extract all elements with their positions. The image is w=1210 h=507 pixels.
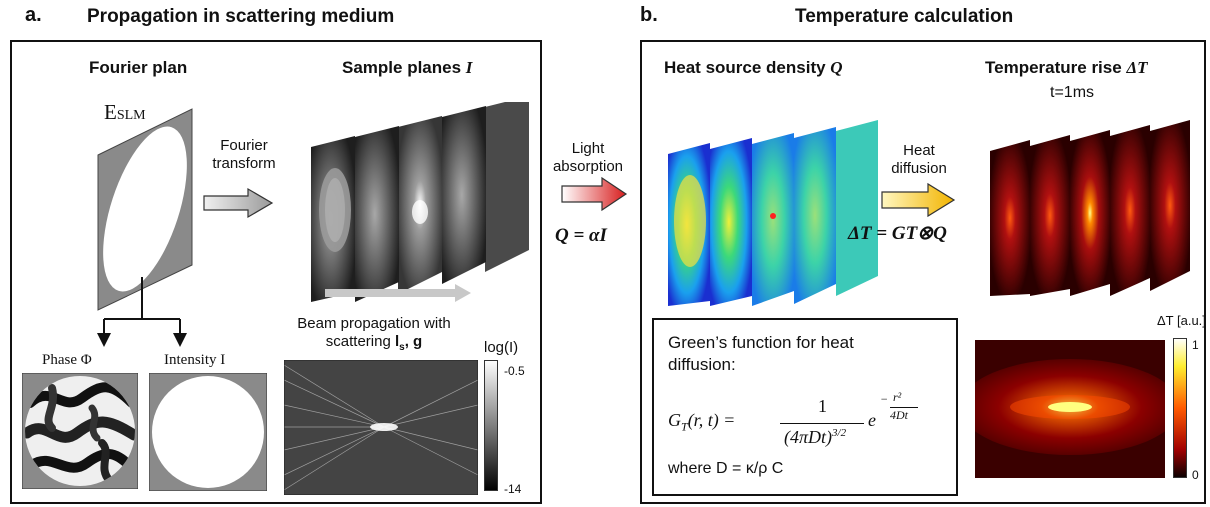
panel-b-title: Temperature calculation xyxy=(795,6,1014,27)
fourier-transform-label: Fourier transform xyxy=(212,137,276,172)
intensity-label: Intensity I xyxy=(164,352,226,368)
delta-t-colorbar xyxy=(1173,338,1187,478)
panel-b: Heat source density Q Temperature rise Δ… xyxy=(640,40,1206,504)
sample-planes-stack xyxy=(311,102,529,302)
phase-image xyxy=(22,373,138,489)
diffusion-coefficient-definition: where D = κ/ρ C xyxy=(668,460,784,477)
temperature-rise-stack xyxy=(990,120,1190,296)
temperature-rise-title: Temperature rise ΔT xyxy=(985,58,1148,77)
greens-function-caption: Green’s function for heat diffusion: xyxy=(668,333,854,374)
e-slm-label: ESLM xyxy=(104,100,146,124)
greens-function-box: Green’s function for heat diffusion: GT(… xyxy=(652,318,958,496)
sample-planes-title: Sample planes I xyxy=(342,58,473,77)
delta-t-colorbar-min: 0 xyxy=(1192,468,1199,482)
fourier-transform-arrow xyxy=(203,187,274,219)
greens-heatmap xyxy=(975,340,1165,478)
delta-t-colorbar-label: ΔT [a.u.] xyxy=(1157,313,1206,328)
light-absorption-arrow xyxy=(561,176,628,212)
delta-t-colorbar-max: 1 xyxy=(1192,338,1199,352)
diffusion-equation: ΔT = GT⊗Q xyxy=(848,223,947,244)
heat-diffusion-label: Heat diffusion xyxy=(891,142,947,177)
beam-propagation-image xyxy=(284,360,478,495)
beam-propagation-caption: Beam propagation with scattering ls, g xyxy=(297,315,451,353)
fourier-plan-title: Fourier plan xyxy=(89,58,188,77)
panel-b-label: b. xyxy=(640,4,658,26)
heat-source-stack xyxy=(668,120,878,306)
phase-label: Phase Φ xyxy=(42,352,92,368)
log-i-colorbar-max: -0.5 xyxy=(504,364,525,378)
heat-source-title: Heat source density Q xyxy=(664,58,843,77)
panel-a-label: a. xyxy=(25,4,42,26)
absorption-equation: Q = αI xyxy=(555,225,607,246)
time-label: t=1ms xyxy=(1050,84,1095,101)
log-i-colorbar-min: -14 xyxy=(504,482,522,496)
intensity-image xyxy=(149,373,267,491)
slm-plane xyxy=(97,108,193,311)
panel-a-title: Propagation in scattering medium xyxy=(87,6,395,27)
heat-diffusion-arrow xyxy=(881,182,956,218)
log-i-colorbar-label: log(I) xyxy=(484,339,519,356)
panel-a: Fourier plan Sample planes I ESLM Fourie… xyxy=(10,40,542,504)
light-absorption-label: Light absorption xyxy=(552,140,624,175)
log-i-colorbar xyxy=(484,360,498,491)
splitter-arrows xyxy=(97,277,187,347)
